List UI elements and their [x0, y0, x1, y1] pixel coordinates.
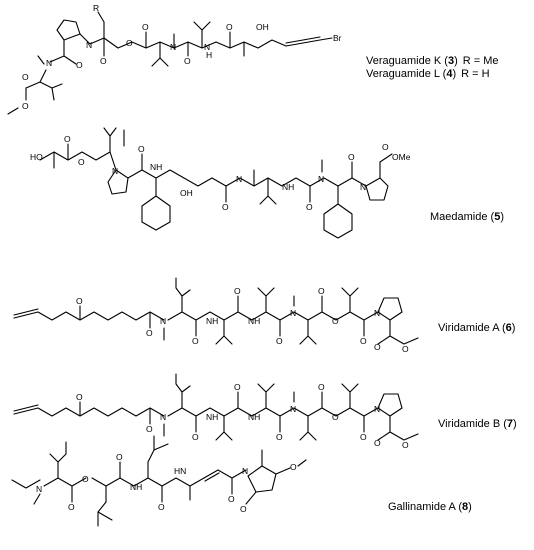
atom-nh: NH — [248, 316, 260, 326]
atom-o: O — [76, 296, 83, 306]
atom-o: O — [382, 142, 389, 152]
atom-o: O — [192, 336, 199, 346]
atom-n: N — [360, 182, 366, 192]
label-viridamide-a: Viridamide A (6) — [438, 322, 515, 334]
atom-o: O — [318, 382, 325, 392]
atom-o: O — [226, 22, 233, 32]
atom-o: O — [142, 22, 149, 32]
atom-o: O — [76, 60, 83, 70]
atom-nh: NH — [150, 162, 162, 172]
atom-n: N — [204, 42, 210, 52]
atom-o: O — [240, 504, 247, 514]
atom-o: O — [402, 344, 409, 354]
atom-n: N — [160, 316, 166, 326]
atom-o: O — [192, 432, 199, 442]
atom-nh: NH — [206, 316, 218, 326]
atom-r: R — [93, 3, 99, 13]
atom-n: N — [112, 166, 118, 176]
atom-n: N — [236, 174, 242, 184]
atom-oh: OH — [256, 22, 269, 32]
atom-hn: HN — [174, 466, 186, 476]
atom-o: O — [222, 202, 229, 212]
atom-o: O — [22, 72, 29, 82]
atom-nh: NH — [206, 412, 218, 422]
structure-viridamide-a: O O N O NH O NH O N O O O N O O — [13, 277, 419, 354]
atom-n: N — [170, 42, 176, 52]
atom-o: O — [276, 432, 283, 442]
atom-n: N — [374, 404, 380, 414]
atom-o: O — [348, 152, 355, 162]
atom-n: N — [318, 174, 324, 184]
atom-br: Br — [333, 33, 342, 43]
atom-o: O — [360, 432, 367, 442]
atom-o: O — [146, 328, 153, 338]
atom-o: O — [76, 392, 83, 402]
atom-o: O — [374, 342, 381, 352]
structure-gallinamide-a: N O O O NH O HN O N O O — [11, 435, 307, 527]
atom-n: N — [374, 308, 380, 318]
atom-o: O — [318, 286, 325, 296]
label-gallinamide-a: Gallinamide A (8) — [388, 501, 472, 513]
atom-o: O — [402, 440, 409, 450]
atom-n: N — [290, 308, 296, 318]
atom-o: O — [374, 438, 381, 448]
atom-o: O — [158, 502, 165, 512]
atom-ome: OMe — [392, 152, 411, 162]
label-viridamide-b: Viridamide B (7) — [438, 418, 517, 430]
atom-o: O — [68, 502, 75, 512]
atom-o: O — [290, 462, 297, 472]
label-veraguamide-l: Veraguamide L (4)R = H — [366, 68, 490, 80]
atom-o: O — [332, 412, 339, 422]
atom-o: O — [64, 134, 71, 144]
structure-maedamide: HO O O N O NH OH O N NH O N O N O O — [30, 127, 411, 239]
atom-ho: HO — [30, 152, 43, 162]
atom-n: N — [160, 412, 166, 422]
atom-o: O — [146, 424, 153, 434]
atom-o: O — [126, 38, 133, 48]
atom-nh: H — [206, 50, 212, 60]
atom-o: O — [276, 336, 283, 346]
atom-o: O — [184, 56, 191, 66]
structure-viridamide-b: O O N O NH O NH O N O O O N O O — [13, 373, 419, 450]
compound-labels: Veraguamide K (3)R = Me Veraguamide L (4… — [366, 55, 517, 513]
atom-n: N — [86, 40, 92, 50]
atom-n: N — [242, 466, 248, 476]
atom-o: O — [78, 157, 85, 167]
atom-o: O — [332, 316, 339, 326]
atom-oh: OH — [180, 188, 193, 198]
atom-n: N — [290, 404, 296, 414]
label-veraguamide-k: Veraguamide K (3)R = Me — [366, 55, 499, 67]
atom-o: O — [138, 144, 145, 154]
label-maedamide: Maedamide (5) — [430, 211, 504, 223]
atom-o: O — [82, 474, 89, 484]
atom-o: O — [234, 382, 241, 392]
atom-n: N — [36, 484, 42, 494]
atom-o: O — [306, 202, 313, 212]
atom-o: O — [22, 101, 29, 111]
structure-veraguamide: R Br N O O O N O H N O OH O N — [7, 3, 342, 115]
atom-n: N — [46, 58, 52, 68]
atom-o: O — [116, 452, 123, 462]
atom-o: O — [360, 336, 367, 346]
atom-nh: NH — [130, 482, 142, 492]
atom-o: O — [100, 56, 107, 66]
atom-nh: NH — [282, 182, 294, 192]
atom-o: O — [234, 286, 241, 296]
atom-nh: NH — [248, 412, 260, 422]
atom-o: O — [228, 494, 235, 504]
